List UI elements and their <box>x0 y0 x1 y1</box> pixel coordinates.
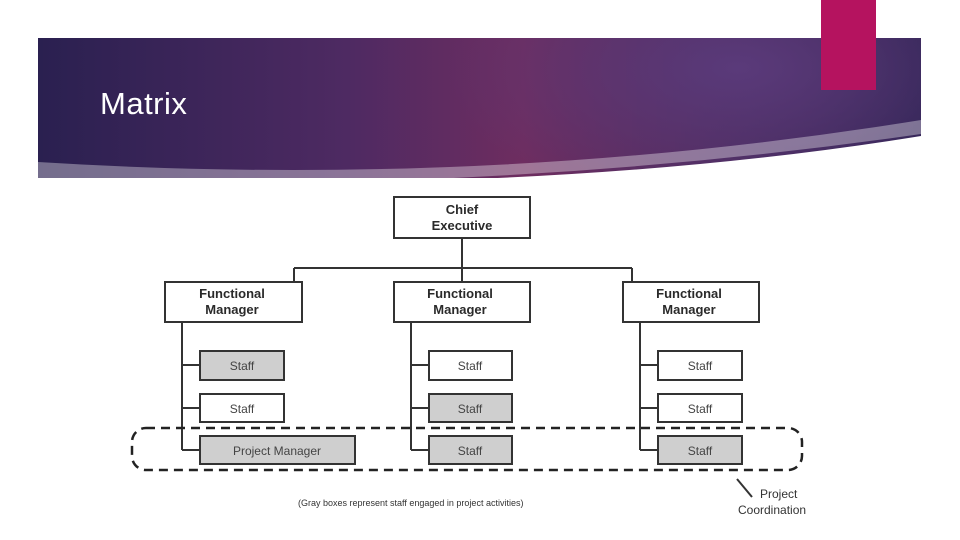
chief-line-1: Chief <box>446 202 479 217</box>
staff-label: Staff <box>688 402 713 416</box>
manager-line-1: Functional <box>427 286 493 301</box>
coordination-label-2: Coordination <box>738 503 806 517</box>
staff-box <box>657 435 743 465</box>
staff-box <box>199 350 285 381</box>
footnote: (Gray boxes represent staff engaged in p… <box>298 498 523 508</box>
functional-manager-box-1: Functional Manager <box>164 281 303 323</box>
staff-box <box>199 393 285 423</box>
manager-line-2: Manager <box>205 302 258 317</box>
staff-label: Staff <box>458 444 483 458</box>
staff-label: Staff <box>688 359 713 373</box>
chief-line-2: Executive <box>432 218 493 233</box>
staff-box <box>428 393 513 423</box>
title-banner <box>38 38 921 178</box>
chief-executive-box: Chief Executive <box>393 196 531 239</box>
functional-manager-box-2: Functional Manager <box>393 281 531 323</box>
banner-curve <box>38 120 921 180</box>
accent-tab <box>821 0 876 90</box>
staff-label: Staff <box>458 359 483 373</box>
coordination-pointer <box>736 478 753 498</box>
manager-line-1: Functional <box>656 286 722 301</box>
staff-box <box>657 393 743 423</box>
project-coordination-outline <box>130 426 804 472</box>
staff-label: Staff <box>688 444 713 458</box>
project-manager-box <box>199 435 356 465</box>
coordination-label-1: Project <box>760 487 798 501</box>
staff-label: Staff <box>458 402 483 416</box>
slide-title: Matrix <box>100 86 188 121</box>
project-manager-label: Project Manager <box>233 444 321 458</box>
manager-line-2: Manager <box>433 302 486 317</box>
staff-box <box>657 350 743 381</box>
staff-label: Staff <box>230 402 255 416</box>
staff-box <box>428 350 513 381</box>
connectors <box>181 238 658 451</box>
manager-line-1: Functional <box>199 286 265 301</box>
functional-manager-box-3: Functional Manager <box>622 281 760 323</box>
staff-label: Staff <box>230 359 255 373</box>
staff-box <box>428 435 513 465</box>
manager-line-2: Manager <box>662 302 715 317</box>
